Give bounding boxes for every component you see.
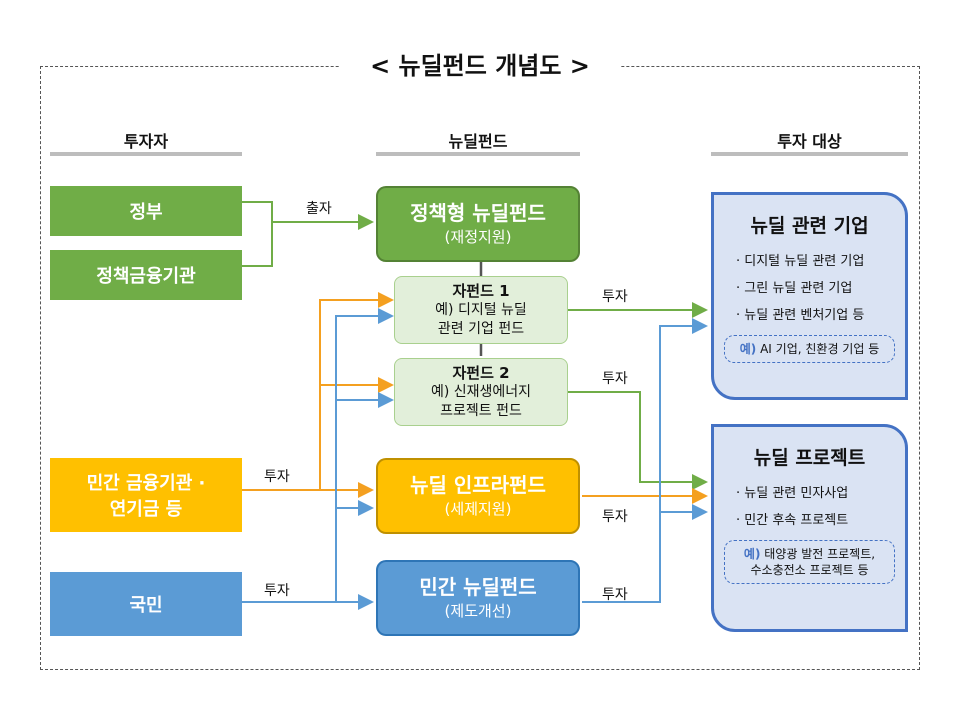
fund-private-subtitle: (제도개선) [444, 602, 512, 620]
fund-private-title: 민간 뉴딜펀드 [419, 575, 537, 599]
edge-label-invest-subfund1: 투자 [602, 289, 628, 305]
investor-policy-financial-institution-label: 정책금융기관 [96, 266, 196, 287]
subfund-2-line2: 프로젝트 펀드 [440, 402, 522, 419]
investor-private-financial: 민간 금융기관 · 연기금 등 [50, 458, 242, 532]
fund-policy: 정책형 뉴딜펀드 (재정지원) [376, 186, 580, 262]
subfund-1-line1: 예) 디지털 뉴딜 [435, 301, 527, 318]
target-companies-title: 뉴딜 관련 기업 [750, 215, 869, 237]
example-key: 예) [743, 547, 761, 561]
list-item: · 디지털 뉴딜 관련 기업 [736, 254, 865, 269]
target-companies-list: · 디지털 뉴딜 관련 기업 · 그린 뉴딜 관련 기업 · 뉴딜 관련 벤처기… [736, 248, 905, 329]
subfund-1: 자펀드 1 예) 디지털 뉴딜 관련 기업 펀드 [394, 276, 568, 344]
target-projects: 뉴딜 프로젝트 · 뉴딜 관련 민자사업 · 민간 후속 프로젝트 예) 태양광… [711, 424, 908, 632]
target-projects-title: 뉴딜 프로젝트 [753, 447, 866, 469]
edge-label-invest-private-fin: 투자 [264, 469, 290, 485]
fund-policy-title: 정책형 뉴딜펀드 [410, 201, 546, 225]
example-key: 예) [739, 342, 757, 356]
column-header-targets: 투자 대상 [711, 128, 908, 156]
fund-infra: 뉴딜 인프라펀드 (세제지원) [376, 458, 580, 534]
investor-private-financial-line2: 연기금 등 [109, 499, 183, 520]
investor-citizens: 국민 [50, 572, 242, 636]
subfund-2-title: 자펀드 2 [452, 363, 510, 382]
list-item: · 뉴딜 관련 민자사업 [736, 486, 849, 501]
fund-infra-title: 뉴딜 인프라펀드 [410, 473, 546, 497]
edge-label-invest-private-fund: 투자 [602, 587, 628, 603]
example-text-line2: 수소충전소 프로젝트 등 [750, 563, 869, 577]
investor-policy-financial-institution: 정책금융기관 [50, 250, 242, 300]
list-item: · 민간 후속 프로젝트 [736, 513, 849, 528]
edge-label-invest-subfund2: 투자 [602, 371, 628, 387]
target-companies-example: 예) AI 기업, 친환경 기업 등 [724, 335, 895, 363]
fund-policy-subtitle: (재정지원) [444, 228, 512, 246]
column-header-funds: 뉴딜펀드 [376, 128, 580, 156]
edge-label-invest-citizens: 투자 [264, 583, 290, 599]
investor-private-financial-line1: 민간 금융기관 · [86, 473, 206, 494]
target-projects-example: 예) 태양광 발전 프로젝트, 수소충전소 프로젝트 등 [724, 540, 895, 584]
subfund-2-line1: 예) 신재생에너지 [430, 383, 532, 400]
subfund-1-title: 자펀드 1 [452, 281, 510, 300]
diagram-title: < 뉴딜펀드 개념도 > [340, 48, 620, 84]
column-header-investors: 투자자 [50, 128, 242, 156]
edge-label-contribution: 출자 [306, 201, 332, 217]
edge-label-invest-infra: 투자 [602, 509, 628, 525]
target-projects-list: · 뉴딜 관련 민자사업 · 민간 후속 프로젝트 [736, 480, 905, 534]
list-item: · 뉴딜 관련 벤처기업 등 [736, 308, 865, 323]
investor-citizens-label: 국민 [129, 595, 163, 616]
example-text: AI 기업, 친환경 기업 등 [760, 342, 880, 356]
subfund-2: 자펀드 2 예) 신재생에너지 프로젝트 펀드 [394, 358, 568, 426]
example-text-line1: 태양광 발전 프로젝트, [764, 547, 876, 561]
investor-government-label: 정부 [129, 202, 163, 223]
list-item: · 그린 뉴딜 관련 기업 [736, 281, 853, 296]
target-companies: 뉴딜 관련 기업 · 디지털 뉴딜 관련 기업 · 그린 뉴딜 관련 기업 · … [711, 192, 908, 400]
fund-private: 민간 뉴딜펀드 (제도개선) [376, 560, 580, 636]
investor-government: 정부 [50, 186, 242, 236]
fund-infra-subtitle: (세제지원) [444, 500, 512, 518]
subfund-1-line2: 관련 기업 펀드 [437, 320, 525, 337]
